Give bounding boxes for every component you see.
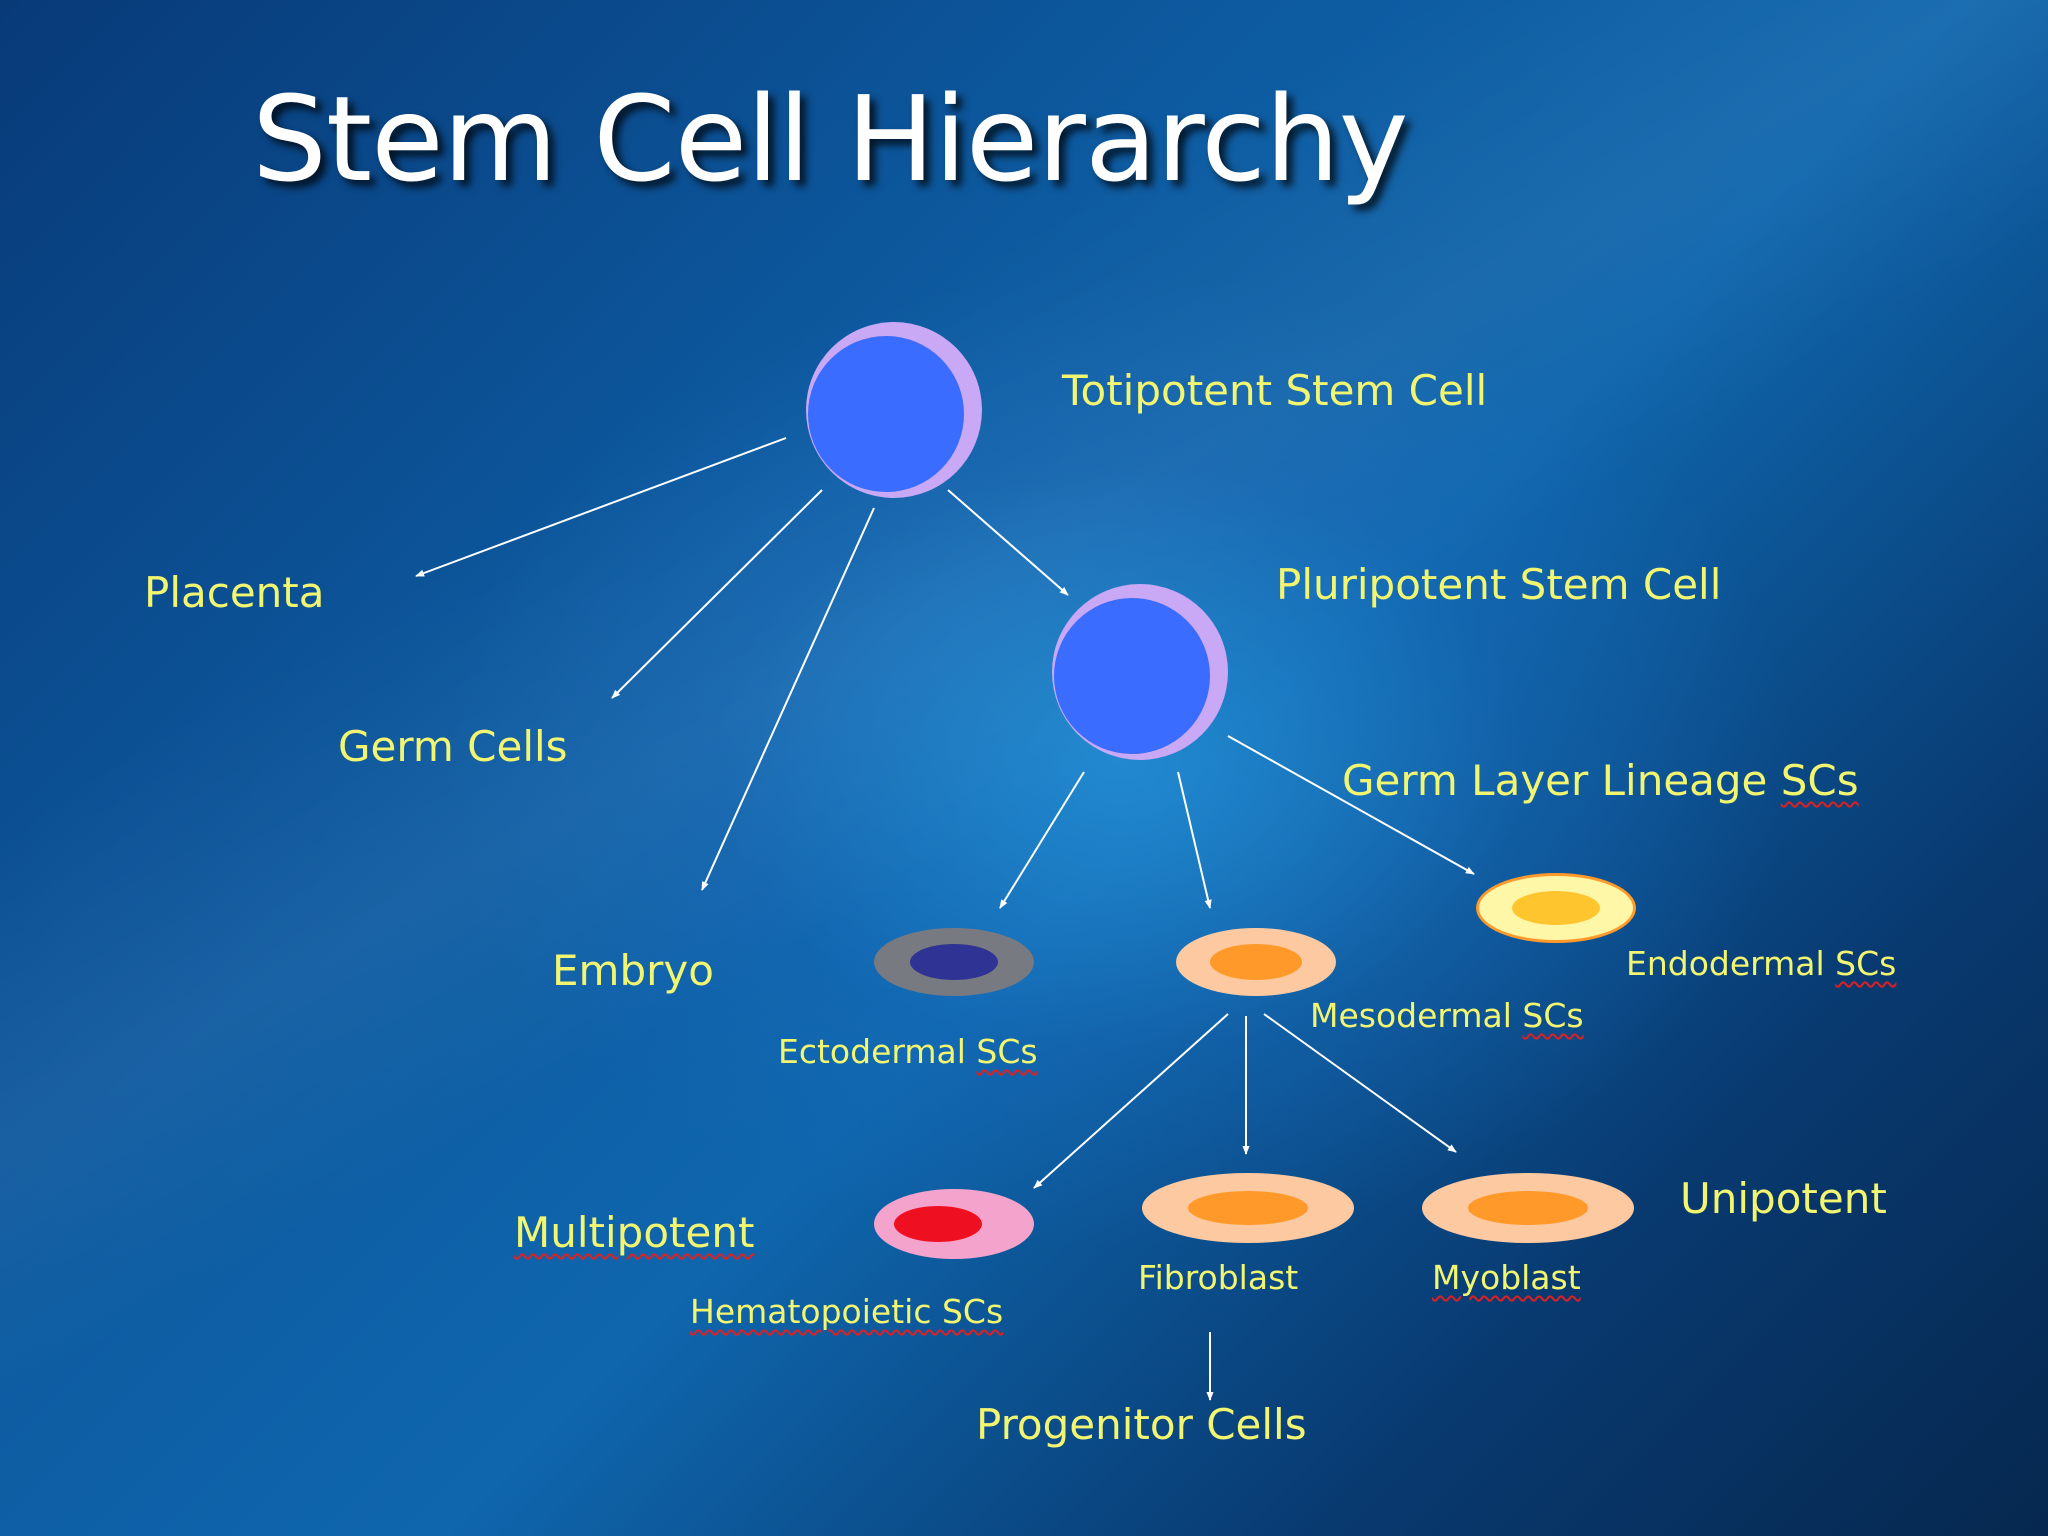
mesodermal-label: Mesodermal SCs xyxy=(1310,996,1584,1035)
fibroblast-cell-icon xyxy=(1142,1173,1354,1243)
germ-layer-text: Germ Layer Lineage xyxy=(1342,756,1781,805)
pluripotent-label: Pluripotent Stem Cell xyxy=(1276,560,1722,609)
germ-layer-scs-text: SCs xyxy=(1780,756,1859,805)
page-title: Stem Cell Hierarchy xyxy=(252,70,1409,208)
ectodermal-label: Ectodermal SCs xyxy=(778,1032,1038,1071)
unipotent-label: Unipotent xyxy=(1680,1174,1887,1223)
myoblast-label: Myoblast xyxy=(1432,1258,1581,1297)
arrow-to-hematopoietic xyxy=(1033,1013,1229,1189)
ectodermal-cell-icon xyxy=(874,928,1034,996)
arrow-to-germ-cells xyxy=(611,489,823,699)
endodermal-scs-text: SCs xyxy=(1835,944,1897,983)
endodermal-cell-icon xyxy=(1476,873,1636,943)
germ-layer-label: Germ Layer Lineage SCs xyxy=(1342,756,1859,805)
embryo-label: Embryo xyxy=(552,946,714,995)
arrow-to-mesodermal xyxy=(1177,771,1212,909)
endodermal-label: Endodermal SCs xyxy=(1626,944,1896,983)
hematopoietic-label: Hematopoietic SCs xyxy=(690,1292,1004,1331)
germ-cells-label: Germ Cells xyxy=(338,722,568,771)
arrow-to-placenta xyxy=(415,437,787,577)
arrow-to-ectodermal xyxy=(999,771,1085,909)
arrow-to-embryo xyxy=(701,507,875,891)
endodermal-text: Endodermal xyxy=(1626,944,1836,983)
multipotent-label: Multipotent xyxy=(514,1208,755,1257)
ectodermal-text: Ectodermal xyxy=(778,1032,977,1071)
mesodermal-cell-icon xyxy=(1176,928,1336,996)
totipotent-label: Totipotent Stem Cell xyxy=(1062,366,1488,415)
totipotent-cell-icon xyxy=(806,322,982,498)
arrows xyxy=(415,437,1475,1401)
arrow-to-endodermal xyxy=(1227,735,1475,875)
placenta-label: Placenta xyxy=(144,568,325,617)
hematopoietic-cell-icon xyxy=(874,1189,1034,1259)
fibroblast-label: Fibroblast xyxy=(1138,1258,1299,1297)
myoblast-cell-icon xyxy=(1422,1173,1634,1243)
ectodermal-scs-text: SCs xyxy=(976,1032,1038,1071)
progenitor-label: Progenitor Cells xyxy=(976,1400,1307,1449)
pluripotent-cell-icon xyxy=(1052,584,1228,760)
arrow-to-pluripotent xyxy=(947,489,1069,596)
arrow-to-myoblast xyxy=(1263,1013,1457,1153)
mesodermal-text: Mesodermal xyxy=(1310,996,1523,1035)
mesodermal-scs-text: SCs xyxy=(1522,996,1584,1035)
